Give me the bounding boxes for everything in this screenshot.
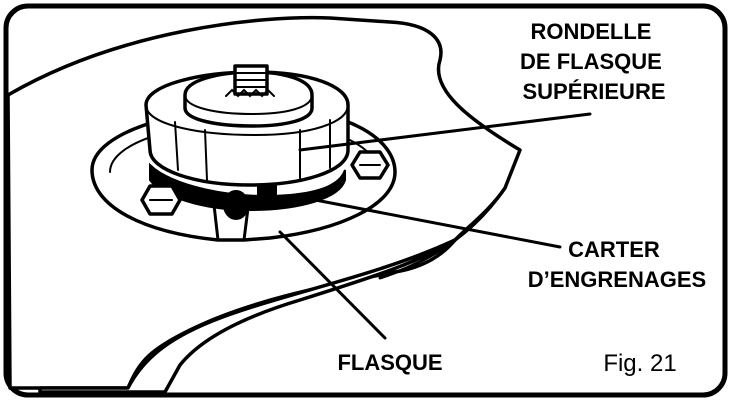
leader-gear-housing xyxy=(303,196,562,249)
leader-upper-flange-washer xyxy=(298,112,592,152)
threaded-spindle xyxy=(225,64,275,98)
washer-top-edge xyxy=(145,104,349,137)
bolt-left xyxy=(140,184,182,216)
flange-notch-left xyxy=(212,203,220,242)
label-gear-housing: CARTER D’ENGRENAGES xyxy=(528,237,706,292)
gear-housing xyxy=(149,162,346,212)
label-flange: FLASQUE xyxy=(337,350,442,375)
top-nut-edge xyxy=(184,94,313,116)
plate-lower-body xyxy=(38,238,457,394)
bolt-right xyxy=(350,150,390,180)
flange-notch-right xyxy=(242,206,250,242)
washer-facet-2 xyxy=(204,129,208,181)
leader-flange xyxy=(278,230,387,340)
figure-caption: Fig. 21 xyxy=(603,350,676,377)
label-upper-flange-washer: RONDELLE DE FLASQUE SUPÉRIEURE xyxy=(520,19,668,104)
figure-frame xyxy=(3,3,728,398)
housing-knob xyxy=(223,190,249,220)
washer-facet-1 xyxy=(174,121,179,171)
